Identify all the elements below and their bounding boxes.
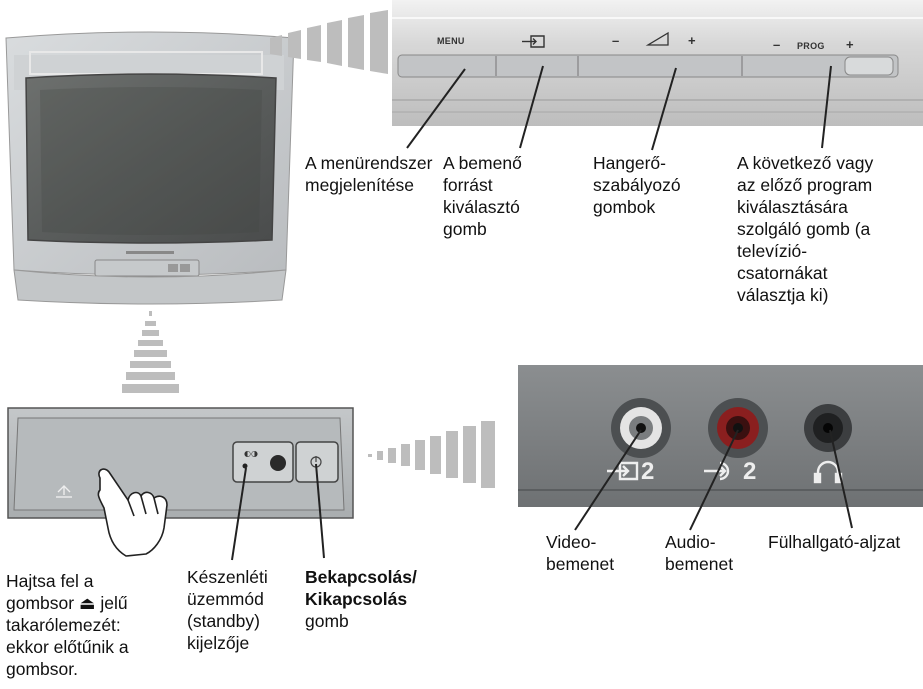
audio-input-callout: Audio- bemenet [665,532,734,574]
audio-jack [708,398,768,458]
video-input-callout: Video- bemenet [546,532,615,574]
power-callout-bold: Bekapcsolás/ Kikapcsolás [305,567,417,609]
power-callout-rest: gomb [305,611,349,631]
flap-callout: Hajtsa fel a gombsor ⏏ jelű takarólemezé… [6,571,129,679]
zoom-fan-bottom [122,311,179,393]
video-input-number: 2 [641,458,655,485]
volume-plus-label: + [688,33,696,48]
zoom-fan-top [270,10,388,74]
flap-up-icon [56,485,72,498]
flap-panel: ◐◑ [7,407,354,519]
headphone-callout: Fülhallgató-aljzat [768,532,901,552]
svg-text:◐◑: ◐◑ [244,449,258,458]
program-callout: A következő vagy az előző program kivála… [737,153,874,305]
volume-minus-label: – [612,33,620,48]
input-select-callout: A bemenő forrást kiválasztó gomb [443,153,522,239]
audio-input-number: 2 [743,458,757,485]
hand-illustration [97,468,168,557]
control-strip [392,0,923,126]
input-arrow-icon [522,35,545,48]
tv-set [5,31,295,305]
callout-lines-top [406,65,832,151]
standby-callout: Készenléti üzemmód (standby) kijelzője [187,567,268,653]
input-arrow-icon [607,461,639,481]
volume-callout: Hangerő- szabályozó gombok [593,153,681,217]
volume-ramp-icon [645,31,669,46]
callout-lines-jacks [574,429,853,531]
callout-lines-flap [231,463,325,561]
menu-callout: A menürendszer megjelenítése [305,153,433,195]
power-callout: Bekapcsolás/ Kikapcsolás gomb [305,566,417,632]
zoom-fan-right [368,421,495,488]
prog-minus-label: – [773,37,781,52]
prog-label: PROG [797,41,825,51]
video-jack [611,398,671,458]
menu-button-label: MENU [437,36,465,46]
prog-plus-label: + [846,37,854,52]
headphone-jack [804,404,852,452]
